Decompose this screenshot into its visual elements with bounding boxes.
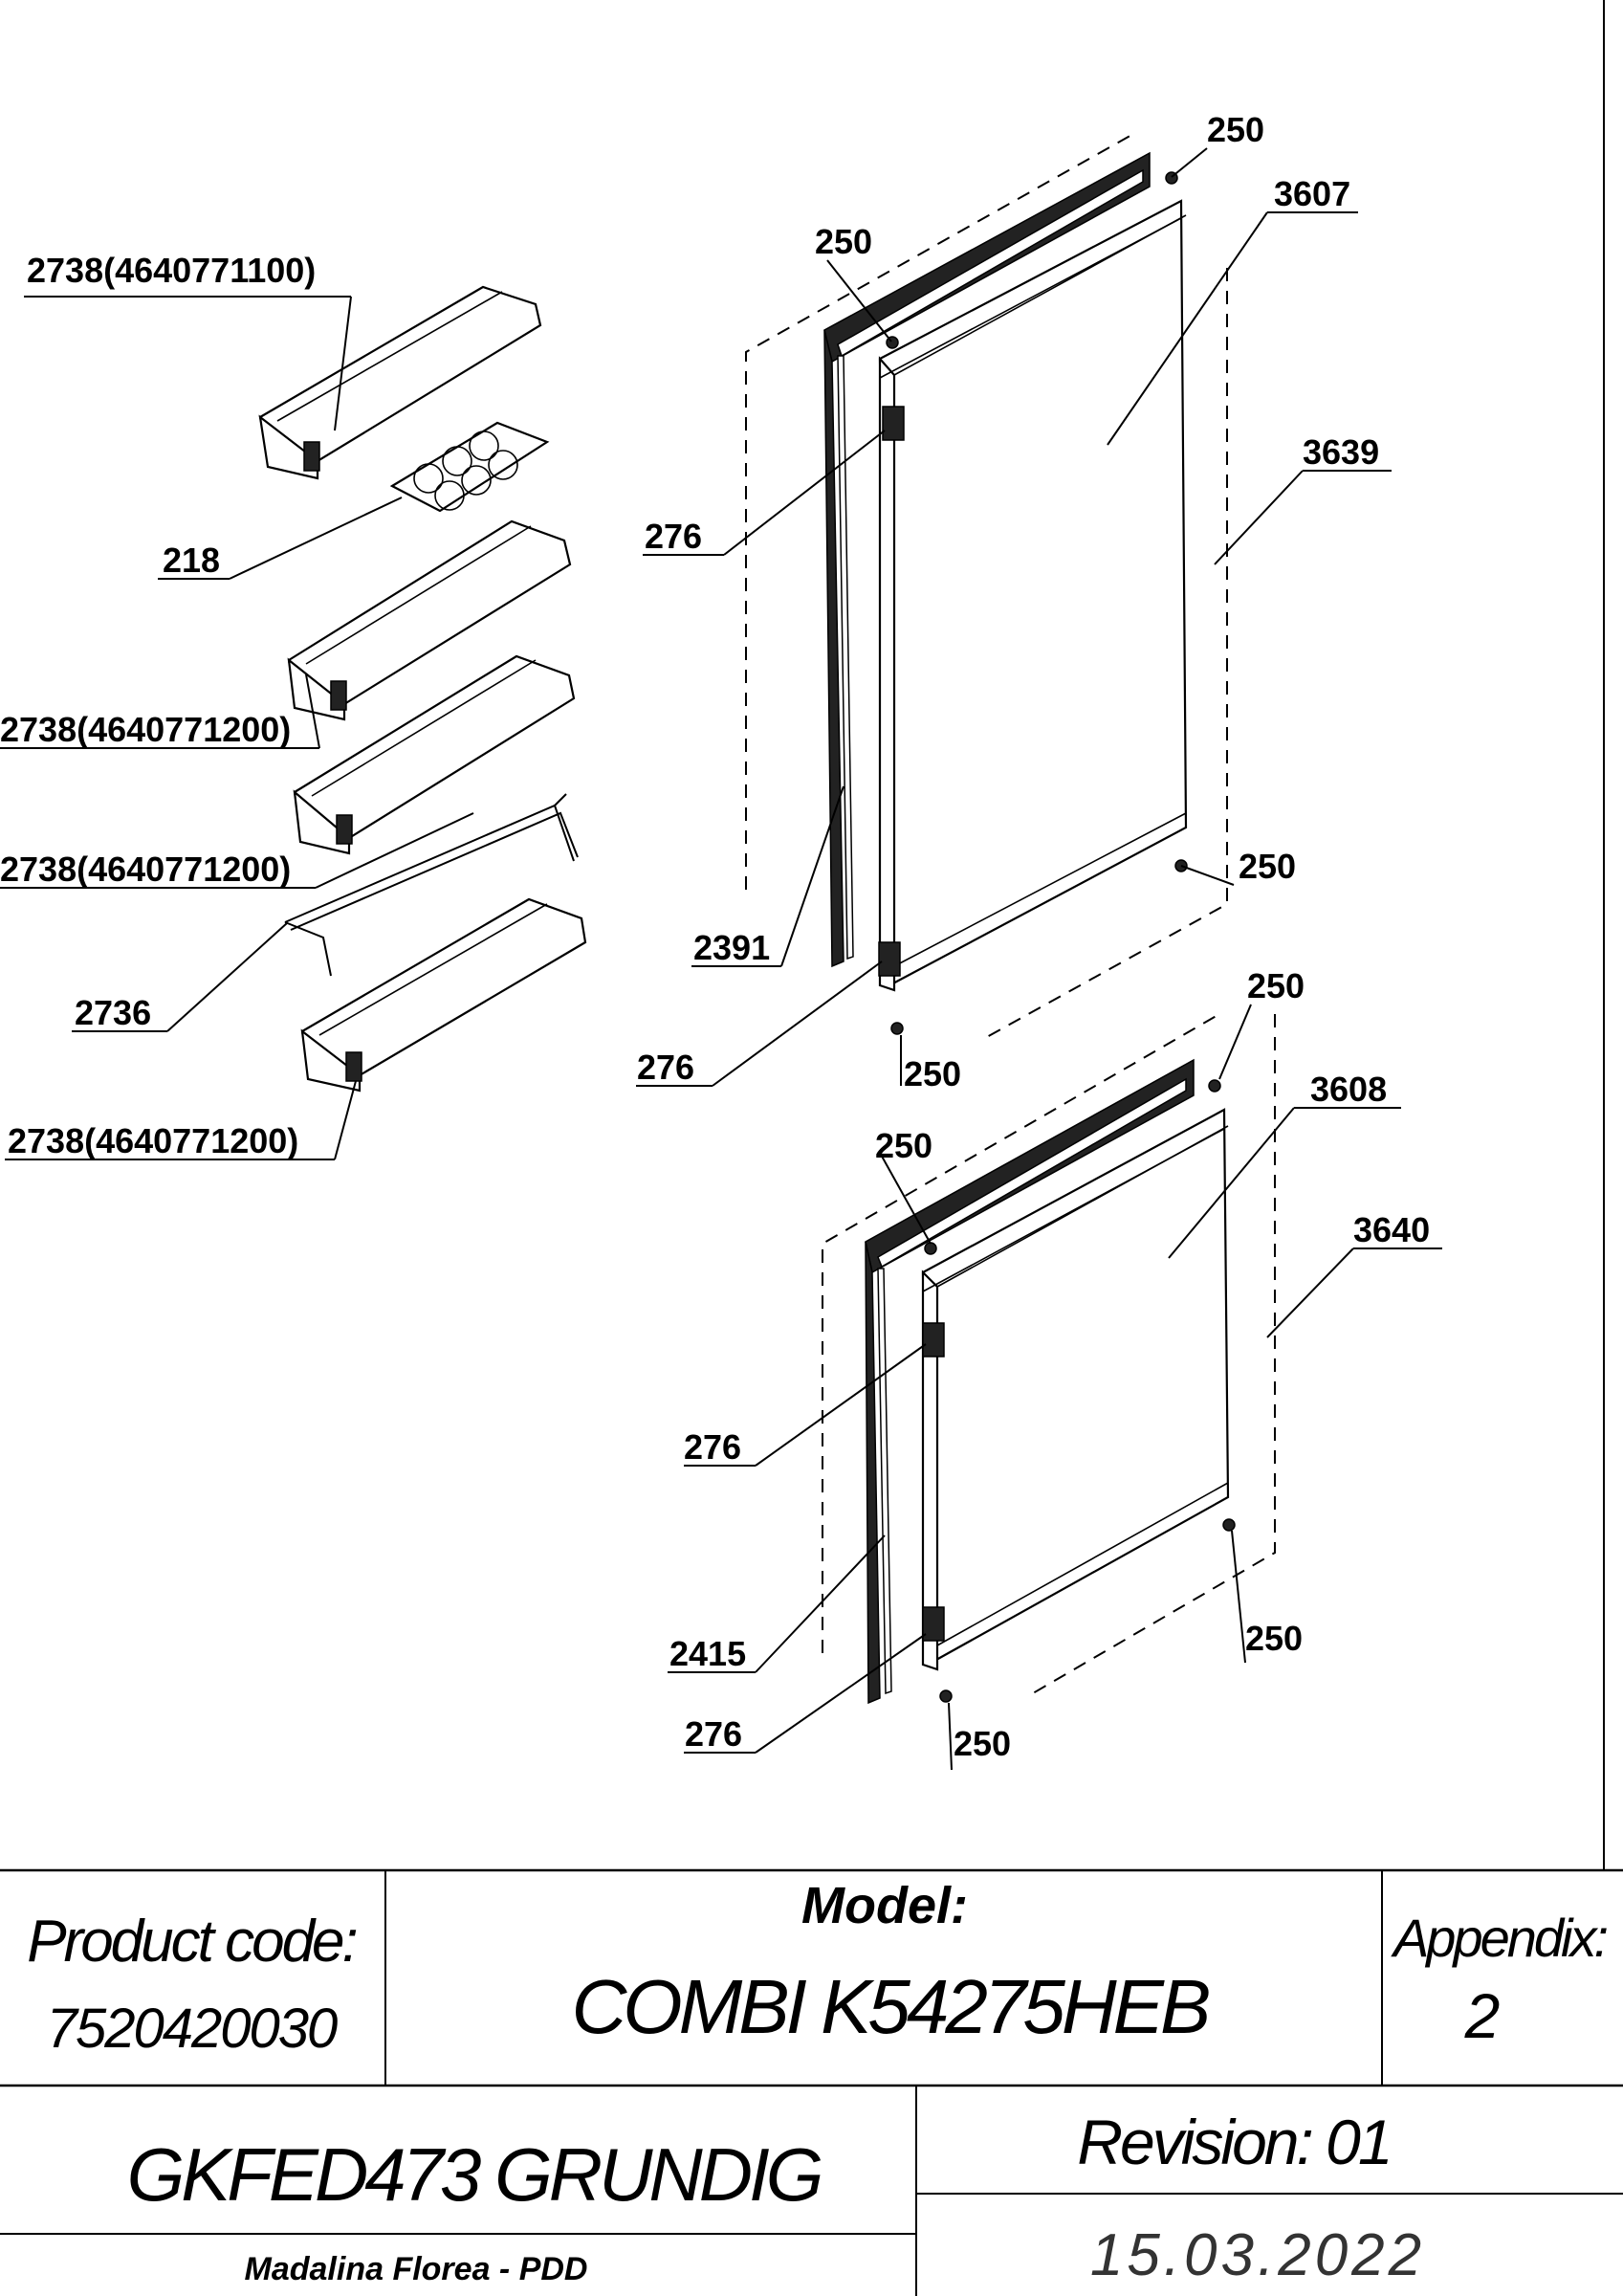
label-250-upper-left: 250 xyxy=(815,222,872,261)
upper-door-gasket xyxy=(823,151,1151,968)
model-value: COMBI K54275HEB xyxy=(572,1964,1209,2049)
label-250-top-right: 250 xyxy=(1207,110,1264,149)
revision: Revision: 01 xyxy=(1077,2107,1390,2177)
lower-door-gasket xyxy=(865,1058,1195,1705)
door-shelf-2 xyxy=(287,519,572,721)
label-276-a: 276 xyxy=(645,517,702,556)
label-2736: 2736 xyxy=(75,993,151,1032)
label-276-b: 276 xyxy=(637,1048,694,1087)
door-shelf-top xyxy=(258,285,542,480)
label-276-d: 276 xyxy=(685,1714,742,1754)
label-3608: 3608 xyxy=(1310,1070,1387,1109)
label-250-upper-bottom: 250 xyxy=(904,1054,961,1093)
label-3639: 3639 xyxy=(1303,432,1379,472)
product-code-label: Product code: xyxy=(27,1909,356,1975)
label-250-lower-top-right: 250 xyxy=(1247,966,1305,1005)
lower-door-outline-right xyxy=(1032,1014,1276,1694)
lower-door-panel xyxy=(921,1108,1230,1671)
label-3607: 3607 xyxy=(1274,174,1350,213)
label-2738-top: 2738(4640771100) xyxy=(27,251,316,290)
author: Madalina Florea - PDD xyxy=(245,2251,588,2287)
upper-door-panel xyxy=(878,199,1188,992)
label-2391: 2391 xyxy=(693,928,770,967)
model-label: Model: xyxy=(801,1877,968,1934)
title-block xyxy=(0,1868,1623,2296)
label-2738-b: 2738(4640771200) xyxy=(0,710,291,749)
bottle-rail xyxy=(284,793,579,977)
door-shelf-3 xyxy=(293,654,576,855)
label-2415: 2415 xyxy=(669,1634,746,1673)
lower-door-outline-left xyxy=(822,1013,1220,1653)
label-250-lower-bottom: 250 xyxy=(954,1724,1011,1763)
label-2738-d: 2738(4640771200) xyxy=(8,1121,298,1160)
product-name: GKFED473 GRUNDIG xyxy=(127,2132,822,2217)
product-code: 7520420030 xyxy=(47,1998,338,2060)
appendix-label: Appendix: xyxy=(1391,1908,1608,1968)
appendix-value: 2 xyxy=(1464,1980,1501,2051)
upper-door-outline-right xyxy=(984,268,1228,1039)
label-250-lower-right: 250 xyxy=(1245,1619,1303,1658)
date: 15.03.2022 xyxy=(1090,2222,1425,2288)
label-2738-c: 2738(4640771200) xyxy=(0,850,291,889)
leader-lines xyxy=(0,147,1442,1771)
label-250-lower-left: 250 xyxy=(875,1126,932,1165)
label-250-upper-right: 250 xyxy=(1239,847,1296,886)
door-shelf-bottom xyxy=(300,897,587,1093)
upper-door-outline-left xyxy=(745,133,1134,890)
label-3640: 3640 xyxy=(1353,1210,1430,1249)
lower-screw-caps xyxy=(924,1079,1236,1703)
label-276-c: 276 xyxy=(684,1427,741,1467)
label-218: 218 xyxy=(163,541,220,580)
egg-tray xyxy=(389,421,550,513)
